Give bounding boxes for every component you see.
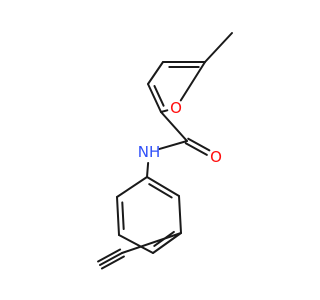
bond-ar5-ar6 (116, 196, 120, 236)
bond-ar2-ar3 (178, 195, 182, 234)
atom-label-layer: O O NH (138, 99, 222, 166)
bond-c5-o1 (179, 61, 206, 102)
bond-alk1-alk2 (99, 252, 123, 266)
bond-c_amide-o_amide-b (187, 137, 211, 152)
bond-layer (97, 32, 233, 270)
bond-ar1-ar2-inner (148, 183, 173, 199)
bond-c3-c2-inner (153, 85, 165, 107)
amide-nh-label: NH (138, 143, 161, 161)
bond-ar5-ar6-inner (121, 201, 125, 231)
bond-c2-c_amide (160, 111, 188, 142)
bond-ch3-c5 (204, 32, 233, 63)
bond-ar3-ar4 (152, 232, 182, 254)
bond-c3-c2 (147, 83, 162, 113)
structure-drawing: O O NH (97, 32, 233, 270)
molecule-diagram: O O NH (97, 32, 233, 270)
bond-c_amide-n (158, 140, 188, 150)
furan-oxygen-label: O (170, 99, 182, 117)
carbonyl-oxygen-label: O (210, 148, 222, 166)
bond-ar1-ar2 (146, 176, 180, 197)
bond-ar4-ar5 (118, 234, 154, 254)
bond-alk1-alk2-b (100, 255, 125, 270)
bond-c4-c3 (147, 61, 164, 85)
bond-ar6-ar1 (116, 176, 148, 198)
bond-ar3-alk1 (121, 232, 182, 254)
bond-alk1-alk2-a (97, 248, 122, 263)
bond-n-ar1 (146, 161, 150, 178)
bond-c_amide-o_amide-a (184, 142, 208, 156)
